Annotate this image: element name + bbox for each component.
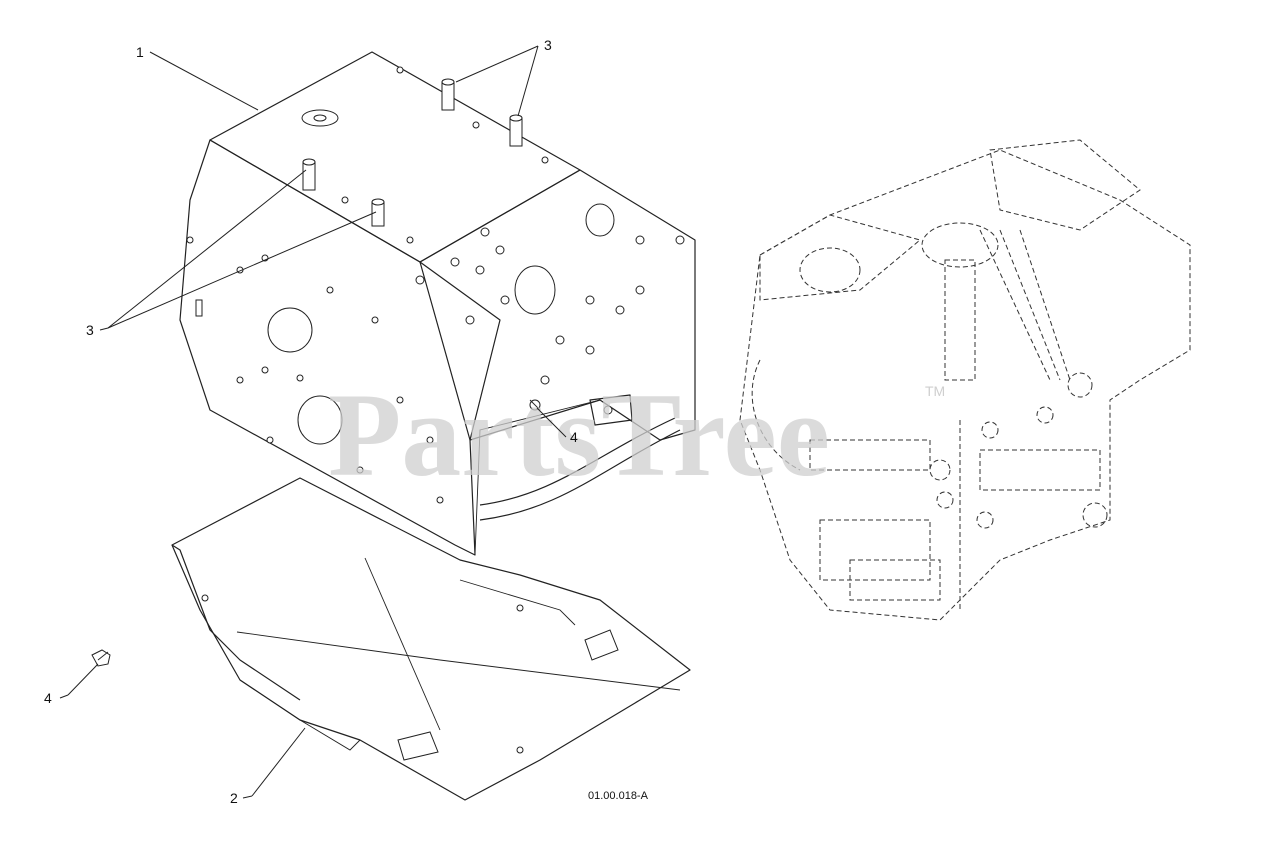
- reference-code: 01.00.018-A: [588, 790, 649, 802]
- callout-4-mid: 4: [570, 429, 578, 445]
- frame-assembly: [179, 51, 696, 556]
- callouts: 1 3 3 4 4 2: [44, 37, 578, 806]
- stud-top-2: [509, 114, 523, 147]
- watermark-text: PartsTree: [328, 368, 830, 501]
- engine-phantom: [739, 139, 1191, 621]
- watermark: PartsTree TM: [328, 368, 945, 501]
- callout-2: 2: [230, 790, 238, 806]
- screw-mid: [529, 399, 541, 411]
- skid-plate: [171, 477, 691, 801]
- watermark-trademark: TM: [925, 383, 945, 399]
- screw-left: [91, 649, 111, 667]
- callout-1: 1: [136, 44, 144, 60]
- callout-3-top: 3: [544, 37, 552, 53]
- stud-top-3: [302, 158, 316, 191]
- callout-3-left: 3: [86, 322, 94, 338]
- stud-top-4: [371, 198, 385, 227]
- callout-4-left: 4: [44, 690, 52, 706]
- stud-top-1: [441, 78, 455, 111]
